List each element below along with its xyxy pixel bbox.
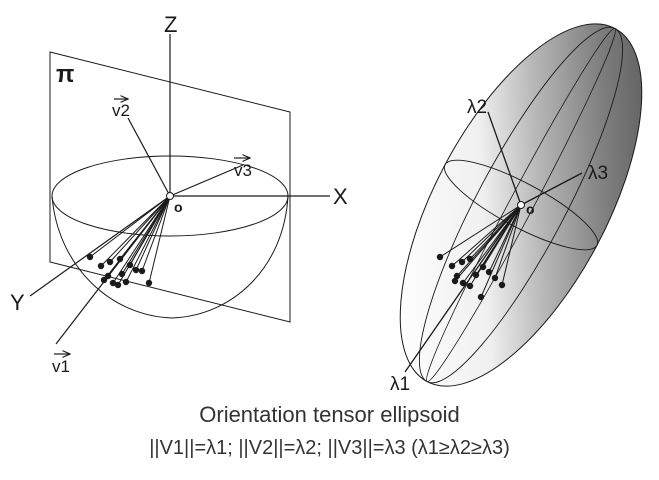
origin-marker — [166, 192, 174, 200]
pole-line — [439, 204, 522, 258]
pole-cluster-right — [436, 204, 522, 301]
y-axis-label: Y — [10, 290, 25, 315]
lambda-3-label: λ3 — [588, 163, 608, 184]
tensor-ellipsoid — [399, 23, 643, 387]
pole-point — [97, 262, 105, 270]
caption-formula: ||V1||=λ1; ||V2||=λ2; ||V3||=λ3 (λ1≥λ2≥λ… — [149, 437, 510, 459]
pole-point — [116, 255, 124, 263]
pole-point — [491, 274, 499, 282]
z-axis-label: Z — [164, 12, 177, 37]
pole-point — [485, 268, 493, 276]
pole-line — [135, 195, 171, 271]
pole-line — [109, 195, 171, 263]
right-diagram: o λ2 λ3 λ1 — [390, 23, 643, 395]
pole-point — [448, 262, 456, 270]
vector-2-label-group: v2 — [112, 99, 130, 120]
pole-point — [132, 266, 140, 274]
pole-line — [501, 204, 522, 286]
pole-line — [89, 195, 171, 258]
x-axis-label: X — [333, 184, 348, 209]
pole-line — [469, 204, 522, 260]
pole-line — [125, 195, 171, 283]
vector-1-label: v1 — [52, 357, 70, 376]
hemisphere-arc — [51, 195, 289, 319]
pole-line — [480, 204, 522, 298]
left-diagram: π Z X Y o v2 v3 v1 — [10, 12, 348, 376]
figure-canvas: π Z X Y o v2 v3 v1 — [10, 12, 643, 395]
vector-2-label: v2 — [112, 101, 130, 120]
pole-point — [114, 281, 122, 289]
pole-point — [458, 258, 466, 266]
pole-line — [100, 195, 171, 267]
lambda-1-axis — [404, 204, 522, 373]
pole-point — [118, 270, 126, 278]
pole-point — [126, 261, 134, 269]
lambda-2-label: λ2 — [467, 97, 487, 118]
pole-line — [482, 204, 522, 268]
pole-line — [148, 195, 171, 284]
pole-point — [109, 279, 117, 287]
origin-marker-right — [517, 201, 525, 209]
vector-1-label-group: v1 — [52, 354, 70, 376]
pole-point — [466, 255, 474, 263]
pole-line — [119, 195, 171, 260]
pole-point — [122, 278, 130, 286]
pole-point — [477, 293, 485, 301]
pole-point — [459, 279, 467, 287]
pole-point — [100, 276, 108, 284]
pole-point — [472, 271, 480, 279]
pole-line — [494, 204, 522, 279]
pole-cluster-left — [86, 195, 171, 289]
pole-line — [462, 204, 522, 284]
caption-title: Orientation tensor ellipsoid — [199, 402, 460, 427]
pole-point — [106, 258, 114, 266]
vector-3-label-group: v3 — [234, 158, 252, 180]
pole-point — [451, 277, 459, 285]
plane-pi — [49, 51, 291, 323]
pole-point — [466, 282, 474, 290]
lambda-3-axis — [520, 172, 583, 206]
pole-point — [86, 253, 94, 261]
pole-point — [436, 253, 444, 261]
origin-label-right: o — [526, 201, 535, 217]
pole-point — [498, 281, 506, 289]
pole-point — [138, 267, 146, 275]
pole-line — [461, 204, 522, 263]
pole-line — [451, 204, 522, 267]
pole-line — [129, 195, 171, 266]
pole-point — [479, 263, 487, 271]
plane-label: π — [56, 61, 74, 88]
ellipsoid-meridian-inner — [426, 27, 616, 383]
y-axis — [29, 195, 171, 297]
pole-line — [141, 195, 171, 272]
pole-point — [145, 279, 153, 287]
vector-3-label: v3 — [234, 161, 252, 180]
vector-3 — [169, 164, 244, 197]
lambda-1-label: λ1 — [390, 374, 410, 395]
pole-line — [454, 204, 522, 282]
origin-label: o — [174, 199, 183, 215]
lambda-2-axis — [487, 111, 522, 206]
vector-2 — [127, 117, 171, 197]
ellipsoid-equator — [443, 159, 599, 251]
